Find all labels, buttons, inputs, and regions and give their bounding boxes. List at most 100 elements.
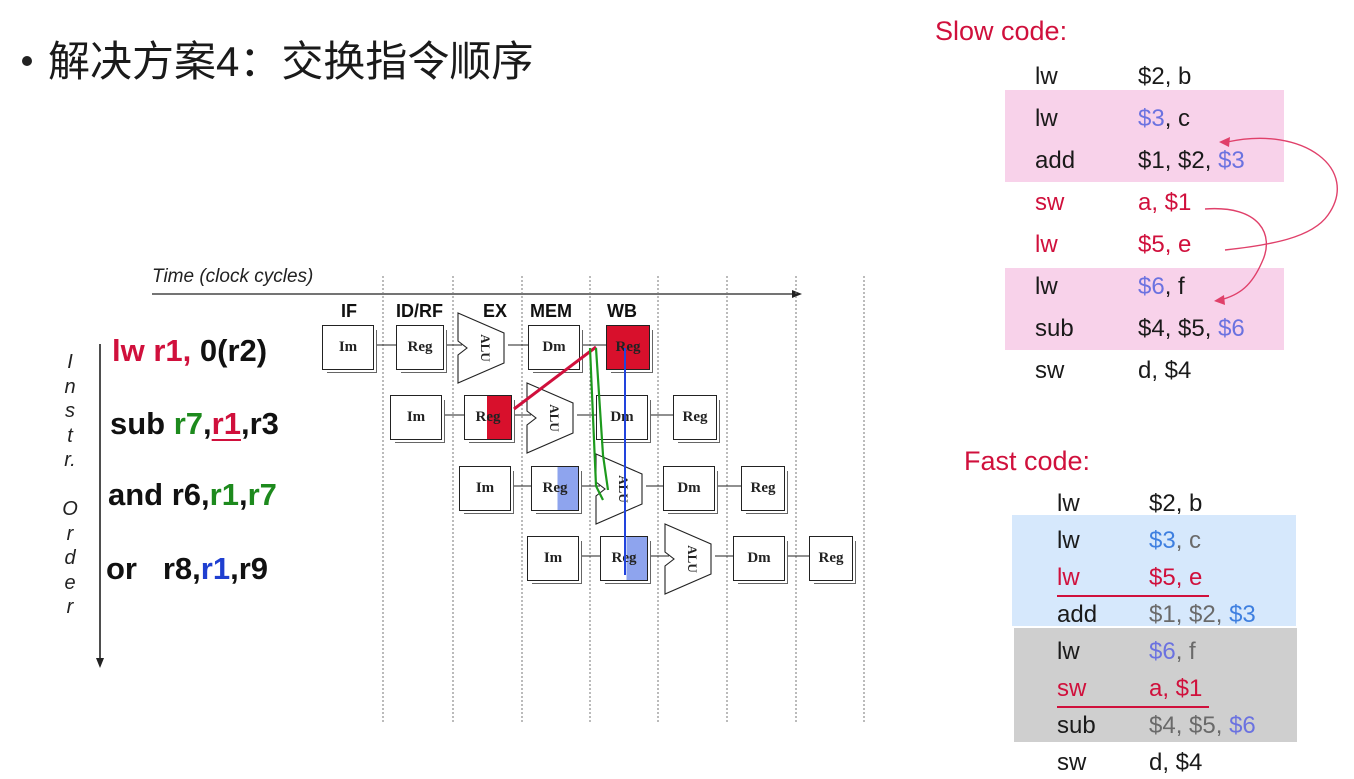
reg-label: Reg: [542, 480, 568, 496]
code-operand: d, $4: [1138, 357, 1192, 384]
order-letter: r: [66, 596, 74, 618]
strike-underline: [1057, 706, 1209, 708]
instruction-line: or r8,r1,r9: [106, 551, 268, 587]
fast-code-title: Fast code:: [964, 446, 1091, 476]
code-row: lw$6, f: [1035, 273, 1315, 303]
reg-read-box: Reg: [600, 536, 648, 581]
code-operand: $2, b: [1149, 490, 1203, 517]
reg-write-box: Reg: [741, 466, 785, 511]
im-box: Im: [527, 536, 579, 581]
code-opcode: sw: [1035, 189, 1065, 216]
reg-read-box: Reg: [464, 395, 512, 440]
code-row: lw$2, b: [1035, 63, 1315, 93]
time-axis-arrowhead: [792, 290, 802, 298]
instruction-token: ,: [238, 477, 248, 512]
order-letter: n: [64, 375, 76, 398]
alu-label: ALU: [547, 404, 562, 432]
code-row: add$1, $2, $3: [1057, 601, 1337, 631]
code-row: lw$5, e: [1035, 231, 1315, 261]
code-operands: $5, e: [1138, 231, 1191, 259]
code-operand: $5, e: [1138, 231, 1192, 258]
im-box: Im: [459, 466, 511, 511]
instruction-line: sub r7,r1,r3: [110, 406, 279, 442]
reg-read-box: Reg: [531, 466, 579, 511]
instruction-token: ,: [203, 406, 212, 441]
code-opcode: lw: [1057, 564, 1080, 591]
instruction-token: r7: [173, 406, 204, 441]
strike-underline: [1057, 595, 1209, 597]
alu-shape: [664, 523, 712, 595]
reg-label: Reg: [611, 550, 637, 566]
code-operands: $4, $5, $6: [1138, 315, 1245, 343]
alu-shape: [457, 312, 505, 384]
code-operand: , c: [1175, 527, 1202, 554]
code-operand: $4, $5,: [1138, 315, 1219, 342]
im-label: Im: [475, 480, 495, 496]
code-opcode: add: [1035, 147, 1076, 174]
code-opcode: sub: [1057, 712, 1096, 739]
code-operand: $6: [1229, 712, 1256, 739]
im-label: Im: [338, 339, 358, 355]
instruction-token: lw r1,: [112, 333, 192, 368]
code-opcode: sw: [1057, 675, 1087, 702]
code-operand: a, $1: [1149, 675, 1203, 702]
instruction-token: ,r3: [240, 406, 279, 441]
code-operand: $3: [1229, 601, 1256, 628]
alu-label: ALU: [478, 334, 493, 362]
instruction-token: r1: [200, 551, 231, 586]
code-operand: $4, $5,: [1149, 712, 1230, 739]
reg-label: Reg: [407, 339, 433, 355]
instruction-token: r1: [209, 477, 239, 512]
code-operands: $3, c: [1138, 105, 1190, 133]
code-operand: , f: [1164, 273, 1185, 300]
code-operand: $1, $2,: [1138, 147, 1219, 174]
instruction-token: 0(r2): [191, 333, 268, 368]
code-operands: $1, $2, $3: [1149, 601, 1256, 629]
order-letter: r: [66, 522, 74, 545]
code-opcode: lw: [1057, 527, 1080, 554]
code-operand: , f: [1175, 638, 1196, 665]
order-letter: e: [64, 571, 76, 594]
reg-label: Reg: [615, 339, 641, 355]
code-row: add $1, $2, $3: [1035, 147, 1315, 177]
alu-label: ALU: [616, 475, 631, 503]
code-operand: $5, e: [1149, 564, 1203, 591]
code-opcode: sub: [1035, 315, 1074, 342]
code-operands: $3, c: [1149, 527, 1201, 555]
code-operand: $3: [1218, 147, 1245, 174]
dm-box: Dm: [663, 466, 715, 511]
code-row: sub $4, $5, $6: [1057, 712, 1337, 742]
code-opcode: lw: [1057, 490, 1080, 517]
stage-label: MEM: [530, 301, 572, 321]
code-operands: $5, e: [1149, 564, 1202, 592]
order-letter: [60, 473, 80, 498]
reg-label: Reg: [682, 409, 708, 425]
reg-label: Reg: [750, 480, 776, 496]
code-operand: $6: [1138, 273, 1165, 300]
dm-label: Dm: [677, 480, 701, 496]
code-operands: $2, b: [1149, 490, 1202, 518]
instruction-token: r7: [247, 477, 277, 512]
dm-box: Dm: [528, 325, 580, 370]
dm-label: Dm: [542, 339, 566, 355]
alu-label: ALU: [685, 545, 700, 573]
code-operand: d, $4: [1149, 749, 1203, 776]
code-operand: $6: [1218, 315, 1245, 342]
reg-write-box: Reg: [673, 395, 717, 440]
instruction-token: ,r9: [230, 551, 268, 586]
code-operands: a, $1: [1138, 189, 1191, 217]
code-opcode: lw: [1057, 638, 1080, 665]
reg-read-box: Reg: [396, 325, 444, 370]
highlight-band: [1014, 628, 1297, 742]
code-row: lw$3, c: [1035, 105, 1315, 135]
code-operands: $4, $5, $6: [1149, 712, 1256, 740]
order-letter: r.: [64, 449, 76, 471]
code-operand: $2, b: [1138, 63, 1192, 90]
code-operand: a, $1: [1138, 189, 1192, 216]
code-row: sw a, $1: [1057, 675, 1337, 708]
instruction-token: and r6,: [108, 477, 210, 512]
code-operand: $6: [1149, 638, 1176, 665]
stage-label: WB: [607, 301, 637, 321]
instruction-token: sub: [110, 406, 174, 441]
